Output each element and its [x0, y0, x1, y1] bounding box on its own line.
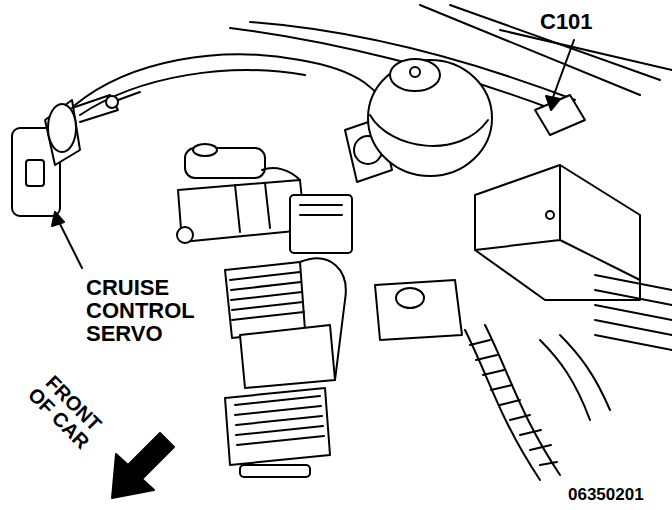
- servo-cable: [80, 70, 305, 115]
- wire: [250, 22, 575, 100]
- connector: [535, 95, 585, 135]
- grille: [595, 275, 672, 350]
- cruise-servo: [12, 92, 140, 216]
- figure-number: 06350201: [568, 486, 668, 504]
- direction-label: FRONT OF CAR: [17, 362, 115, 460]
- battery: [375, 280, 462, 340]
- fuse-block: [225, 388, 330, 477]
- panel-edge: [500, 30, 672, 70]
- direction-arrow: [112, 433, 174, 498]
- part-label: CRUISE CONTROL SERVO: [86, 276, 236, 345]
- leader-line: [58, 220, 82, 268]
- arrowhead: [546, 96, 560, 110]
- master-cylinder: [177, 144, 305, 243]
- connector-label: C101: [540, 10, 630, 33]
- engine-top: [225, 258, 346, 388]
- servo-cable: [75, 54, 395, 120]
- leader-line: [552, 40, 574, 100]
- module: [290, 195, 352, 253]
- cap: [396, 288, 424, 308]
- module-detail: [300, 205, 342, 215]
- brake-booster: [368, 59, 492, 176]
- hose: [465, 325, 610, 480]
- arrowhead: [52, 212, 64, 226]
